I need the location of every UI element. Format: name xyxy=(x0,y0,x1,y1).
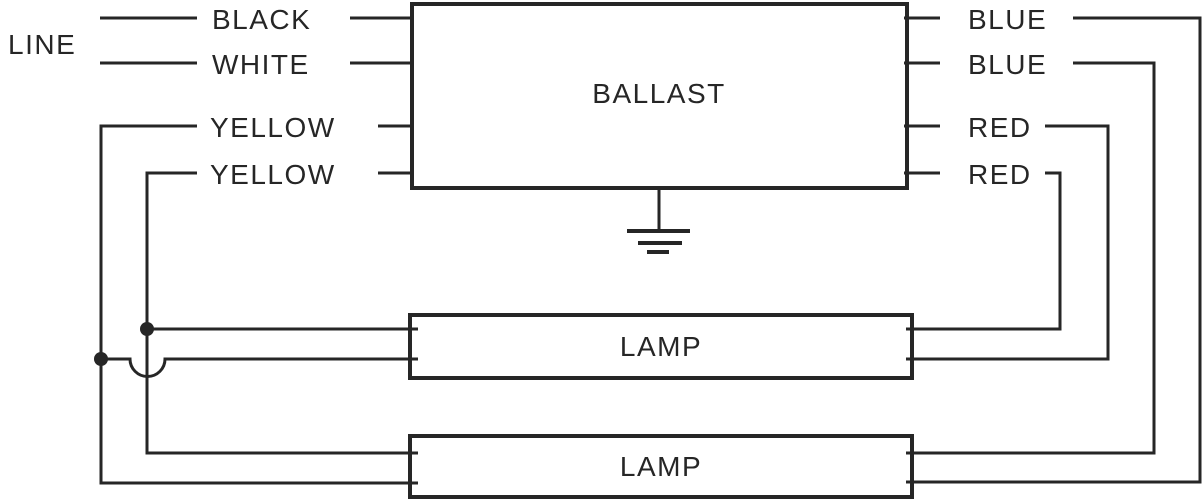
yellow1-wire-label: YELLOW xyxy=(210,112,336,143)
lamp2-label: LAMP xyxy=(620,451,702,482)
blue2-wire-run xyxy=(906,61,1156,455)
ballast-box xyxy=(410,2,909,190)
blue1-wire-label: BLUE xyxy=(968,4,1047,35)
yellow1-wire-run xyxy=(99,124,418,485)
junction-dot-yellow2 xyxy=(140,322,154,336)
ground-icon xyxy=(627,188,690,254)
junction-dot-yellow1 xyxy=(94,352,108,366)
yellow2-wire-label: YELLOW xyxy=(210,159,336,190)
red1-wire-label: RED xyxy=(968,112,1032,143)
ballast-label: BALLAST xyxy=(592,78,725,109)
yellow2-wire-run xyxy=(145,171,418,455)
red1-wire-run xyxy=(906,124,1110,361)
blue2-wire-label: BLUE xyxy=(968,49,1047,80)
lamp1-lower-left-terminal-wire-with-hop xyxy=(101,357,418,378)
lamp1-label: LAMP xyxy=(620,331,702,362)
blue1-wire-run xyxy=(906,16,1202,484)
red2-wire-label: RED xyxy=(968,159,1032,190)
red2-wire-run xyxy=(906,171,1062,331)
lamp2-box xyxy=(408,434,914,499)
white-wire-label: WHITE xyxy=(212,49,310,80)
line-label: LINE xyxy=(8,29,76,60)
lamp1-box xyxy=(408,313,914,380)
black-wire-label: BLACK xyxy=(212,4,311,35)
